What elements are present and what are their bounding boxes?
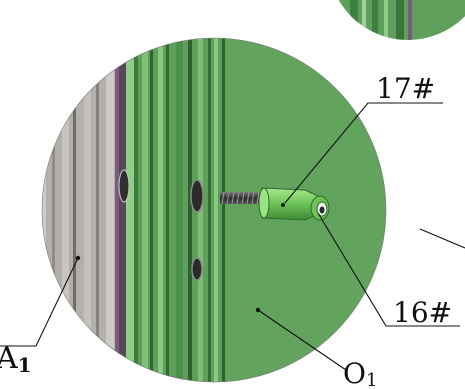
leader-16 — [317, 212, 460, 327]
leader-a1 — [0, 257, 79, 347]
panel-hole-lower — [191, 257, 203, 281]
label-origin-o-sub: 1 — [366, 370, 377, 389]
leader-lines — [0, 102, 465, 371]
leader-misc — [419, 228, 465, 249]
leader-17 — [284, 102, 443, 204]
label-part-16: 16# — [393, 296, 452, 329]
upper-detail-circle — [328, 0, 465, 40]
leader-dot-a1 — [75, 255, 81, 261]
label-part-17: 17# — [376, 72, 435, 105]
panel-hole-upper — [190, 179, 204, 213]
leader-dot-o1 — [255, 307, 261, 313]
leader-o1 — [257, 309, 347, 371]
label-section-a: A1 — [0, 341, 32, 377]
label-section-a-sub: 1 — [18, 353, 32, 377]
label-origin-o: O1 — [343, 357, 377, 389]
main-detail-circle — [42, 38, 386, 382]
panel-hole-left — [118, 169, 130, 203]
fastener-bolt — [220, 187, 330, 221]
leader-dot-17 — [281, 203, 285, 207]
